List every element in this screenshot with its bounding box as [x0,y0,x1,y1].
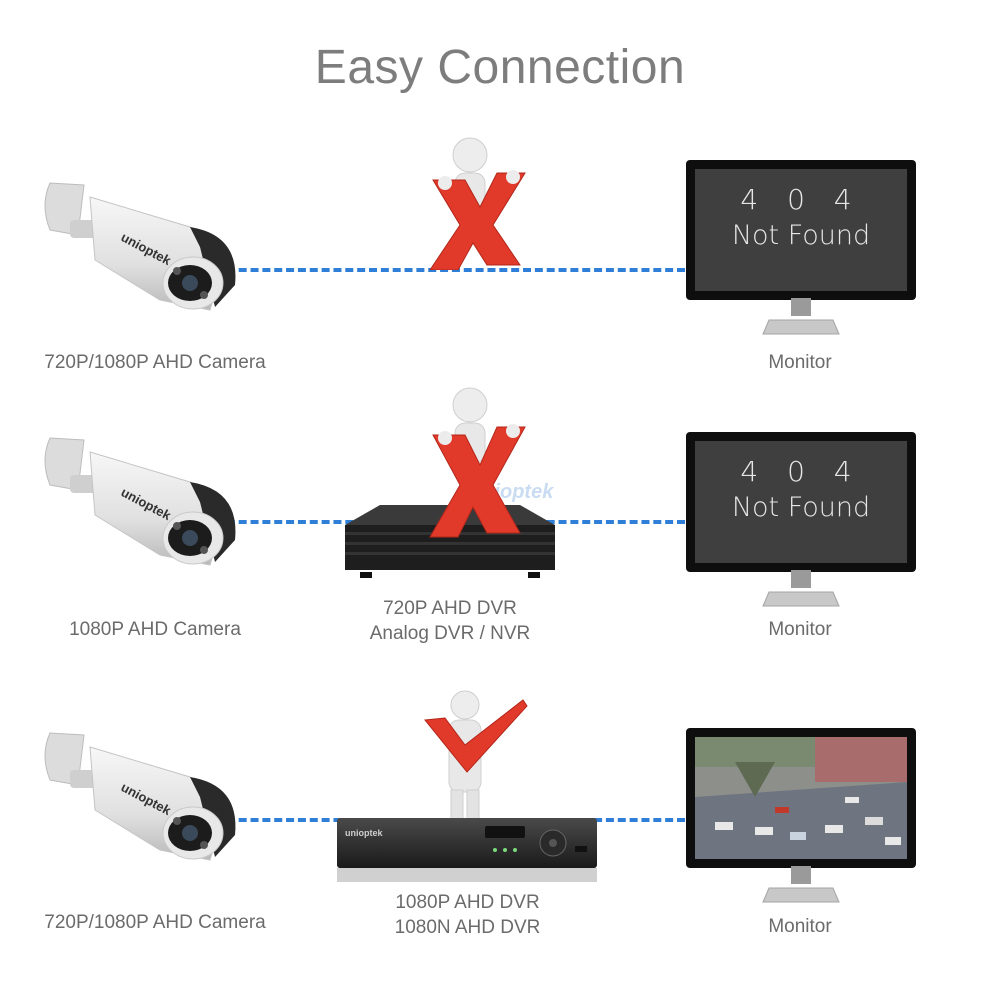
page-title: Easy Connection [314,41,686,94]
dvr-label-line-1: 720P AHD DVR [383,598,517,619]
error-code: 4 0 4 [740,455,862,488]
error-code: 4 0 4 [740,183,862,216]
dvr-label-line-1: 1080P AHD DVR [395,892,540,913]
monitor-stand-icon [762,298,840,335]
red-x-icon [429,387,526,538]
connection-row-3: unioptek 720P/1080P AHD Camera unioptek … [0,690,1000,950]
camera-label: 720P/1080P AHD Camera [44,352,266,373]
monitor: 4 0 4 Not Found [686,160,916,335]
monitor-stand-icon [762,866,840,903]
connection-line [215,268,685,272]
monitor-label: Monitor [768,352,832,373]
error-text: Not Found [731,492,871,523]
monitor-screen [686,728,916,868]
monitor-screen: 4 0 4 Not Found [686,160,916,300]
dvr-label: 1080P AHD DVR 1080N AHD DVR [345,890,590,940]
monitor: 4 0 4 Not Found [686,432,916,607]
error-text: Not Found [731,220,871,251]
dvr-icon [337,818,597,882]
connection-row-2: unioptek 1080P AHD Camera unioptek 720P … [0,380,1000,650]
monitor-screen: 4 0 4 Not Found [686,432,916,572]
connection-row-1: unioptek 720P/1080P AHD Camera 4 0 4 Not… [0,137,1000,390]
red-x-icon [429,137,526,270]
monitor [686,728,916,903]
camera-icon: unioptek [44,437,236,566]
camera-icon: unioptek [44,182,236,311]
monitor-error-display: 4 0 4 Not Found [695,169,907,291]
dvr-label-line-2: 1080N AHD DVR [394,917,541,938]
monitor-label: Monitor [768,619,832,640]
monitor-error-display: 4 0 4 Not Found [695,441,907,563]
red-checkmark-icon [424,690,528,823]
dvr-label-line-2: Analog DVR / NVR [369,623,531,644]
monitor-label: Monitor [768,916,832,937]
dvr-brand: unioptek [345,828,383,838]
monitor-stand-icon [762,570,840,607]
camera-label: 720P/1080P AHD Camera [44,912,266,933]
dvr-label: 720P AHD DVR Analog DVR / NVR [340,596,560,646]
camera-icon: unioptek [44,732,236,861]
live-video-feed-icon [695,737,907,859]
camera-label: 1080P AHD Camera [69,619,241,640]
